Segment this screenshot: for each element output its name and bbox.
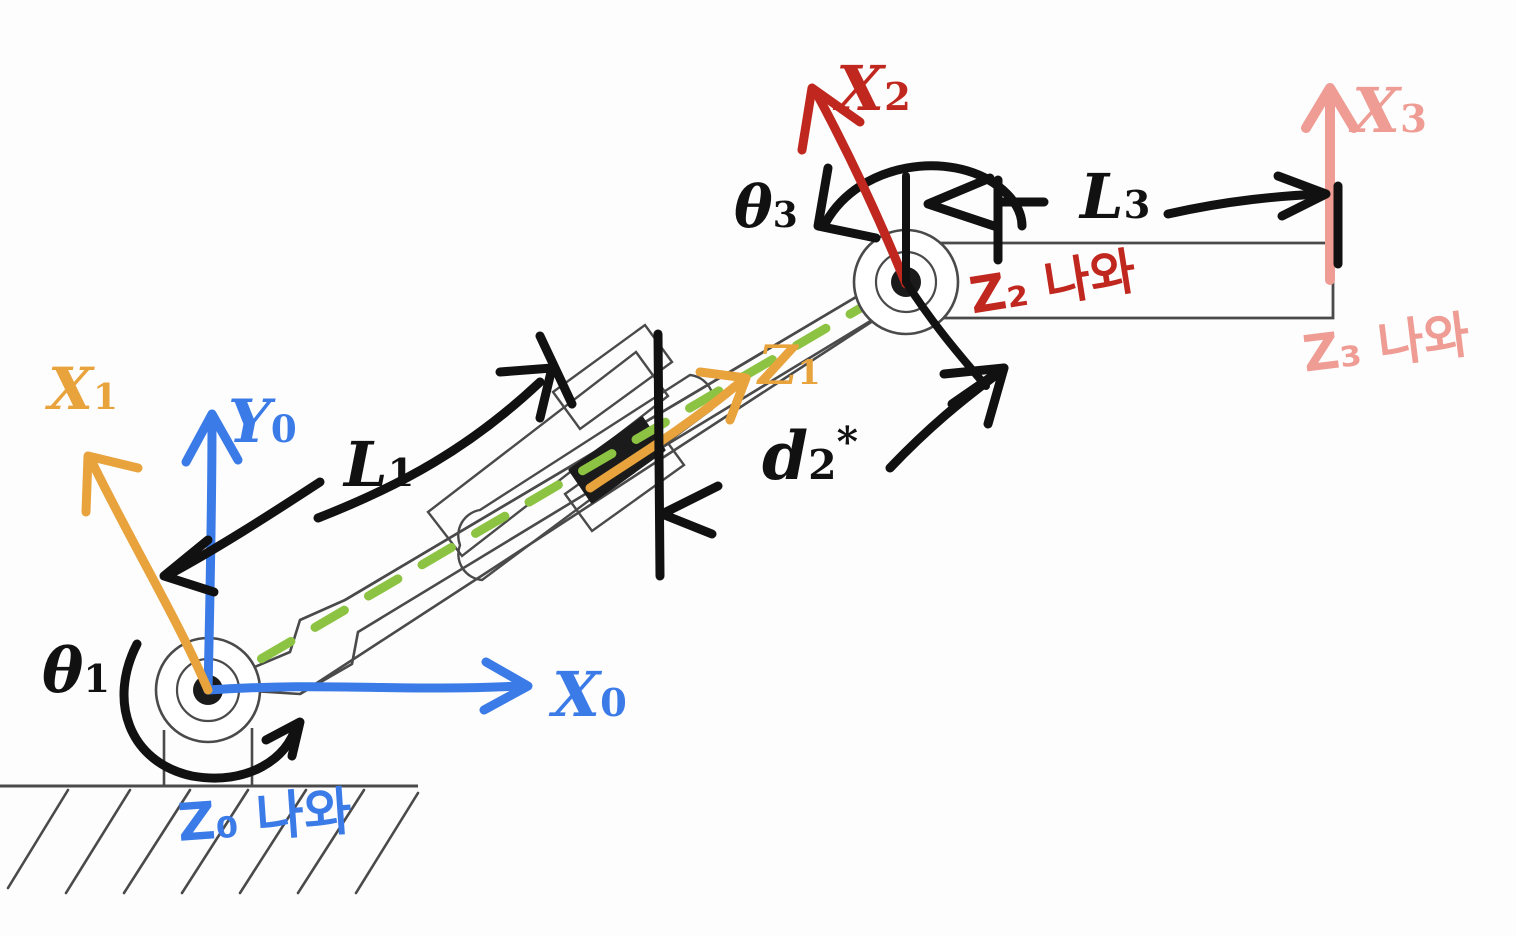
prismatic-guide-frames xyxy=(426,350,670,558)
x1-axis-arrow xyxy=(81,451,213,695)
x3-axis-arrow xyxy=(1301,83,1359,285)
slider-collar-upper xyxy=(551,323,674,431)
label-z1: Z1 xyxy=(758,333,821,397)
theta1-rotation-arc xyxy=(119,639,305,783)
label-x1: X1 xyxy=(48,355,119,423)
label-x2: X2 xyxy=(836,52,911,125)
theta3-rotation-arc xyxy=(813,161,1027,243)
label-d2-star: d2* xyxy=(762,417,859,495)
green-dashed-centerline xyxy=(203,277,910,695)
label-theta1: θ1 xyxy=(42,634,111,707)
label-l1: L1 xyxy=(344,428,415,501)
base-pedestal xyxy=(162,728,254,786)
d2-leader-upper-arrow xyxy=(885,363,1009,473)
x0-axis-arrow xyxy=(203,657,533,715)
label-theta3: θ3 xyxy=(734,173,798,241)
label-x0: X0 xyxy=(552,658,627,731)
prismatic-joint-2-slot xyxy=(457,373,715,582)
label-y0: Y0 xyxy=(228,387,297,457)
x2-axis-arrow xyxy=(797,83,911,289)
label-x3: X3 xyxy=(1352,74,1427,147)
l3-dimension xyxy=(923,171,1343,269)
x1-leader-arrow xyxy=(159,477,325,597)
note-z0-out: Z₀ 나와 xyxy=(175,781,354,854)
label-l3: L3 xyxy=(1080,160,1151,233)
l1-leader-arrow xyxy=(313,331,577,523)
ground xyxy=(0,784,420,895)
d2-leader-lower-arrow xyxy=(653,329,723,581)
